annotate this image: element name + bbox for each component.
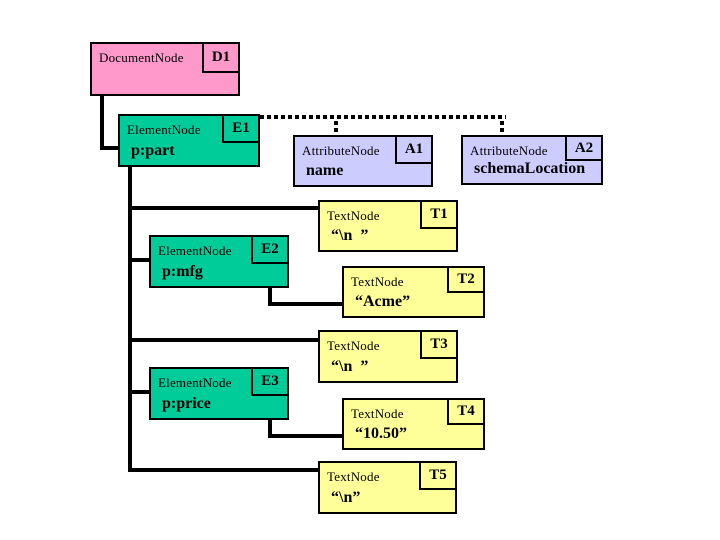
tree-trunk-e1-children [128,167,132,472]
node-id-badge: T1 [420,200,458,229]
branch-to-t1 [132,206,318,210]
connector-e2-t2-horizontal [268,302,342,306]
node-type-label: TextNode [327,469,380,484]
node-type-label: DocumentNode [99,50,184,65]
node-text-t4: TextNode T4 “10.50” [342,398,485,450]
node-value: p:price [162,395,211,412]
node-id-badge: E2 [251,235,289,264]
node-element-e3: ElementNode E3 p:price [149,367,289,420]
node-type-label: ElementNode [158,243,232,258]
connector-e3-t4-horizontal [268,434,342,438]
node-element-e1: ElementNode E1 p:part [118,114,260,167]
branch-to-t5 [132,468,318,472]
node-value: p:mfg [162,263,203,280]
node-type-label: TextNode [351,274,404,289]
node-id-badge: E1 [222,114,260,143]
node-id-badge: T3 [420,330,458,359]
node-type-label: TextNode [327,338,380,353]
node-id-badge: A1 [395,135,433,164]
node-type-label: TextNode [327,208,380,223]
node-type-label: AttributeNode [302,143,380,158]
connector-e3-t4-vertical [268,420,272,438]
node-value: “\n” [331,489,361,506]
node-id-badge: T4 [447,398,485,425]
connector-d1-e1-horizontal [100,146,118,150]
node-id-badge: A2 [565,135,603,161]
node-id-badge: T5 [419,461,457,490]
node-value: name [306,162,344,179]
node-value: “Acme” [355,293,411,310]
node-element-e2: ElementNode E2 p:mfg [149,235,289,288]
node-value: “\n ” [331,358,369,375]
node-attribute-a2: AttributeNode A2 schemaLocation [461,135,603,185]
branch-to-e2 [132,258,149,262]
branch-to-e3 [132,390,149,394]
node-document-d1: DocumentNode D1 [90,42,240,96]
node-text-t3: TextNode T3 “\n ” [318,330,458,383]
node-value: schemaLocation [474,160,586,177]
connector-e2-t2-vertical [268,288,272,306]
node-value: “10.50” [355,425,407,442]
node-type-label: ElementNode [127,122,201,137]
node-id-badge: E3 [251,367,289,396]
node-value: “\n ” [331,227,369,244]
attribute-link-drop-a2 [500,121,504,135]
node-value: p:part [131,142,175,159]
attribute-link-drop-a1 [334,121,338,135]
branch-to-t3 [132,338,318,342]
node-type-label: ElementNode [158,375,232,390]
connector-d1-e1-vertical [100,96,104,150]
node-type-label: AttributeNode [470,143,548,158]
node-text-t5: TextNode T5 “\n” [318,461,457,514]
node-id-badge: T2 [447,266,485,293]
node-type-label: TextNode [351,406,404,421]
node-text-t2: TextNode T2 “Acme” [342,266,485,318]
node-id-badge: D1 [202,42,240,73]
node-text-t1: TextNode T1 “\n ” [318,200,458,252]
node-attribute-a1: AttributeNode A1 name [293,135,433,187]
attribute-link-line [260,115,506,119]
